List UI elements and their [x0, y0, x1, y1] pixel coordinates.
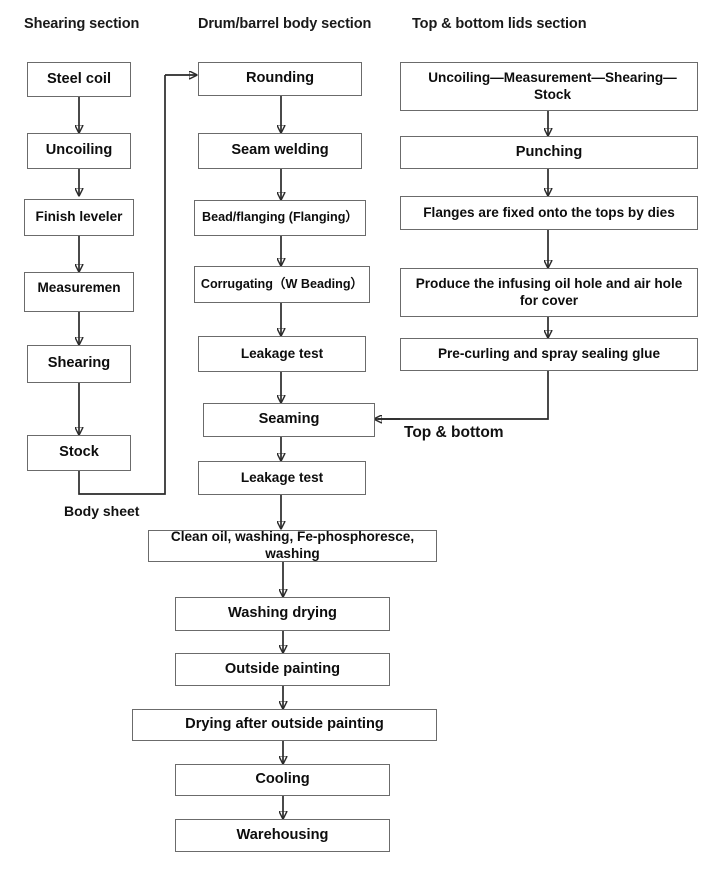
node-stock[interactable]: Stock	[27, 435, 131, 471]
node-finish-leveler[interactable]: Finish leveler	[24, 199, 134, 236]
section-title-drum-body: Drum/barrel body section	[198, 16, 372, 32]
node-leakage-test-1[interactable]: Leakage test	[198, 336, 366, 372]
node-flanges-fixed[interactable]: Flanges are fixed onto the tops by dies	[400, 196, 698, 230]
edge-label-top-bottom: Top & bottom	[404, 424, 504, 441]
node-corrugating[interactable]: Corrugating（W Beading）	[194, 266, 370, 303]
node-cooling[interactable]: Cooling	[175, 764, 390, 796]
node-pre-curling[interactable]: Pre-curling and spray sealing glue	[400, 338, 698, 371]
node-drying-after-painting[interactable]: Drying after outside painting	[132, 709, 437, 741]
section-title-lids: Top & bottom lids section	[412, 16, 587, 32]
node-leakage-test-2[interactable]: Leakage test	[198, 461, 366, 495]
node-rounding[interactable]: Rounding	[198, 62, 362, 96]
node-seam-welding[interactable]: Seam welding	[198, 133, 362, 169]
node-outside-painting[interactable]: Outside painting	[175, 653, 390, 686]
node-clean-oil[interactable]: Clean oil, washing, Fe-phosphoresce, was…	[148, 529, 437, 562]
node-punching[interactable]: Punching	[400, 136, 698, 169]
edge-label-body-sheet: Body sheet	[64, 503, 140, 519]
node-bead-flanging[interactable]: Bead/flanging (Flanging）	[194, 200, 366, 236]
node-shearing[interactable]: Shearing	[27, 345, 131, 383]
node-washing-drying[interactable]: Washing drying	[175, 597, 390, 631]
node-seaming[interactable]: Seaming	[203, 403, 375, 437]
node-steel-coil[interactable]: Steel coil	[27, 62, 131, 97]
node-uncoiling[interactable]: Uncoiling	[27, 133, 131, 169]
node-produce-holes[interactable]: Produce the infusing oil hole and air ho…	[400, 268, 698, 317]
node-warehousing[interactable]: Warehousing	[175, 819, 390, 852]
section-title-shearing: Shearing section	[24, 16, 140, 32]
node-measurement[interactable]: Measuremen	[24, 272, 134, 312]
node-uncoiling-measurement-shearing-stock[interactable]: Uncoiling—Measurement—Shearing—Stock	[400, 62, 698, 111]
